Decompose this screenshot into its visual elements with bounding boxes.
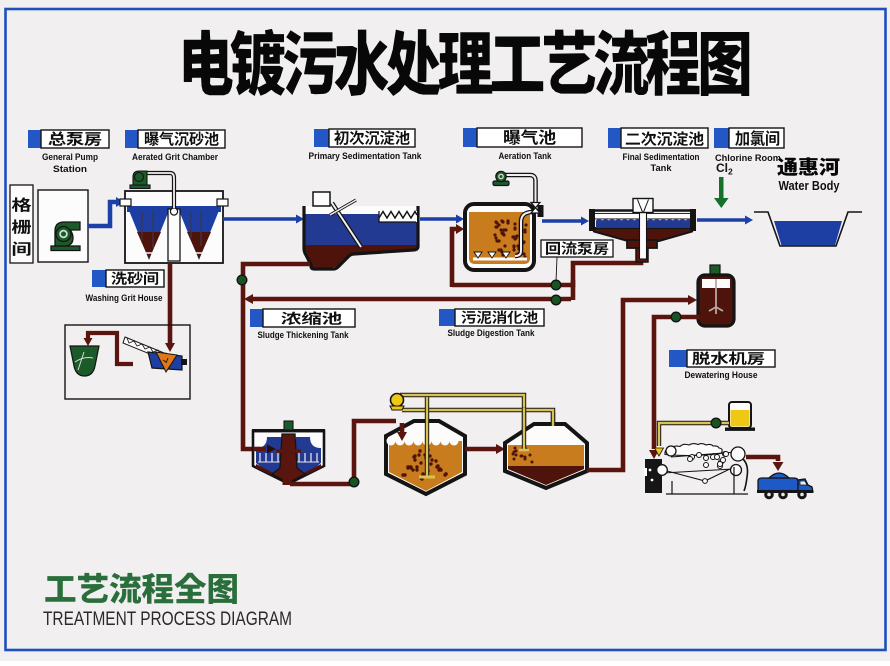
svg-text:Aeration Tank: Aeration Tank (499, 151, 553, 162)
svg-text:Station: Station (53, 164, 87, 175)
svg-text:Washing Grit House: Washing Grit House (86, 293, 163, 304)
svg-text:Sludge Digestion Tank: Sludge Digestion Tank (448, 328, 536, 339)
svg-text:Sludge Thickening Tank: Sludge Thickening Tank (258, 330, 350, 341)
svg-text:Aerated Grit Chamber: Aerated Grit Chamber (132, 152, 218, 163)
svg-text:Dewatering House: Dewatering House (685, 370, 758, 381)
svg-text:General Pump: General Pump (42, 152, 98, 163)
svg-text:Tank: Tank (651, 163, 673, 174)
svg-text:Final Sedimentation: Final Sedimentation (623, 152, 700, 163)
svg-text:TREATMENT PROCESS DIAGRAM: TREATMENT PROCESS DIAGRAM (43, 609, 292, 630)
svg-text:Water Body: Water Body (779, 179, 840, 193)
svg-text:Primary Sedimentation Tank: Primary Sedimentation Tank (309, 151, 423, 162)
svg-text:Chlorine Room: Chlorine Room (715, 153, 781, 164)
